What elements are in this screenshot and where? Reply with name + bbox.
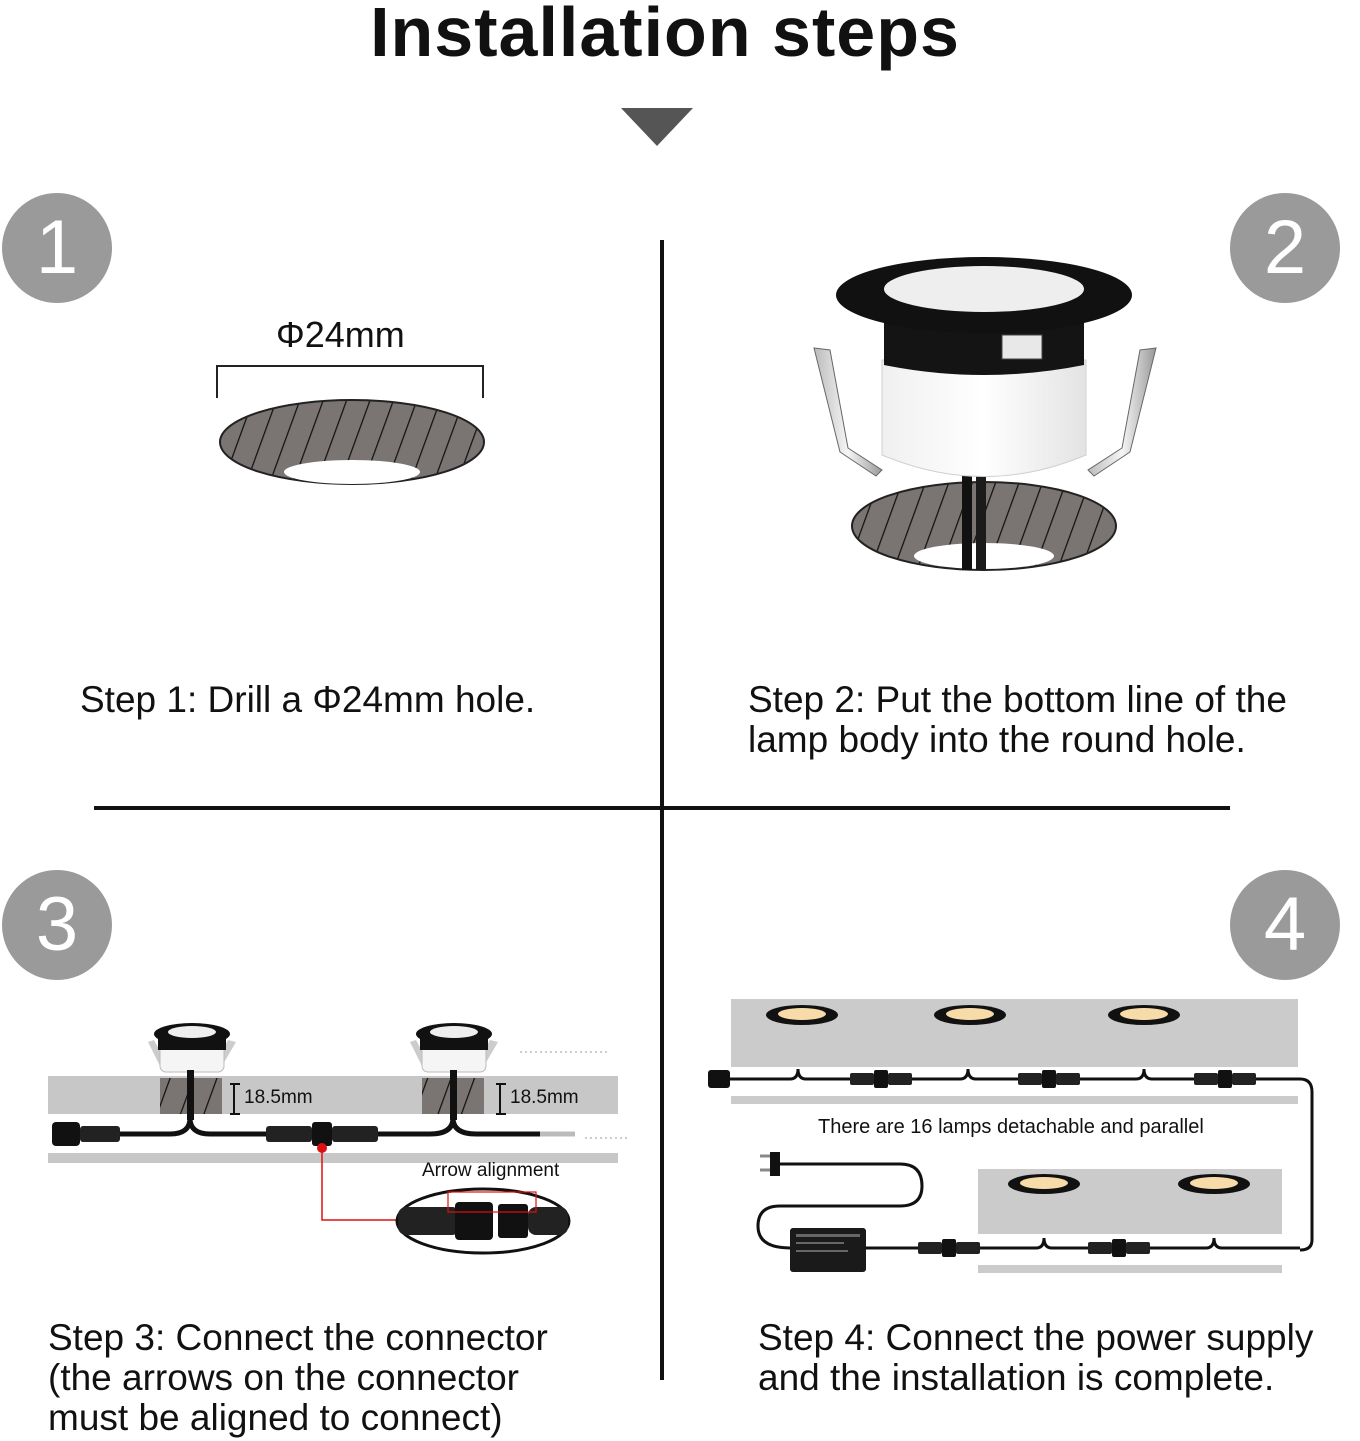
step-2-badge: 2: [1230, 193, 1340, 303]
step-3-connection-diagram: [48, 1023, 630, 1255]
step-3-callout-label: Arrow alignment: [422, 1160, 560, 1181]
step-4-note: There are 16 lamps detachable and parall…: [818, 1116, 1204, 1138]
step-4-caption-line-2: and the installation is complete.: [758, 1357, 1275, 1398]
page-title: Installation steps: [370, 0, 960, 71]
step-1-badge: 1: [2, 193, 112, 303]
step-1-dimension-label: Φ24mm: [276, 314, 405, 355]
step-3-caption-line-2: (the arrows on the connector: [48, 1357, 519, 1398]
step-1-caption: Step 1: Drill a Φ24mm hole.: [80, 679, 536, 720]
vertical-divider: [660, 240, 664, 1380]
step-4-caption-line-1: Step 4: Connect the power supply: [758, 1317, 1314, 1358]
step-3-depth-label-left: 18.5mm: [244, 1087, 313, 1108]
step-3-caption-line-3: must be aligned to connect): [48, 1397, 503, 1438]
horizontal-divider: [94, 806, 1230, 810]
step-3-depth-label-right: 18.5mm: [510, 1087, 579, 1108]
step-1-hole-diagram: [216, 365, 485, 485]
step-4-badge: 4: [1230, 870, 1340, 980]
step-3-caption: Step 3: Connect the connector (the arrow…: [48, 1318, 548, 1438]
step-3-badge: 3: [2, 870, 112, 980]
down-triangle-icon: [621, 108, 693, 146]
step-2-lamp-diagram: [813, 257, 1157, 571]
step-2-caption: Step 2: Put the bottom line of the lamp …: [748, 679, 1287, 760]
step-3-caption-line-1: Step 3: Connect the connector: [48, 1317, 548, 1358]
step-4-caption: Step 4: Connect the power supply and the…: [758, 1318, 1313, 1398]
step-4-layout-diagram: [708, 999, 1314, 1273]
